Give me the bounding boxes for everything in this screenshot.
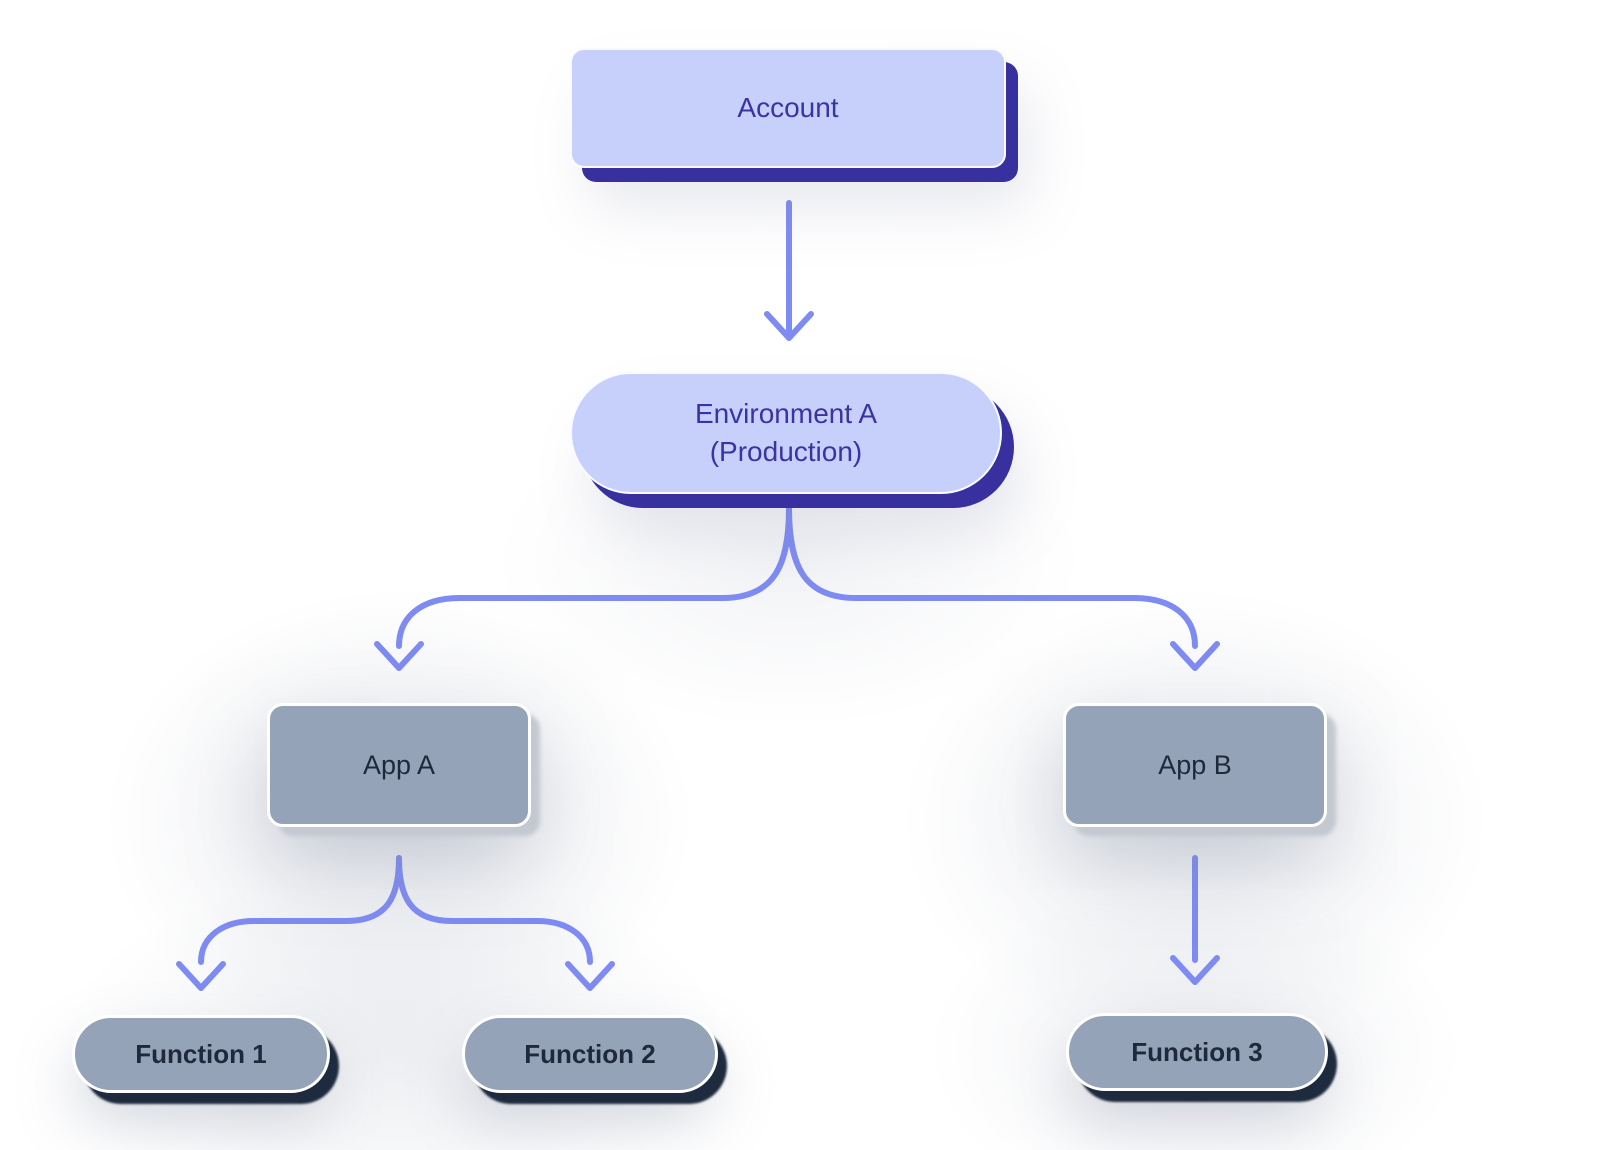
edge-app-a-to-function-2: [396, 855, 615, 991]
edge-line: [396, 505, 792, 649]
node-function-1: Function 1: [72, 1015, 330, 1093]
edge-line: [396, 855, 593, 965]
arrowhead-down-icon: [1170, 641, 1220, 671]
arrowhead-down-icon: [374, 641, 424, 671]
arrowhead-down-icon: [1170, 955, 1220, 985]
node-account: Account: [570, 48, 1006, 168]
node-function-2-label: Function 2: [524, 1038, 656, 1069]
node-environment-a-label: Environment A: [694, 398, 878, 429]
node-app-a: App A: [267, 703, 531, 827]
node-environment-a-sublabel: (Production): [709, 436, 863, 467]
arrowhead-down-icon: [565, 961, 615, 991]
node-function-2: Function 2: [462, 1015, 718, 1093]
edge-app-a-to-function-1: [176, 855, 402, 991]
edge-line: [198, 855, 402, 965]
node-function-1-label: Function 1: [135, 1038, 267, 1069]
edge-line: [786, 505, 1198, 649]
node-account-label: Account: [737, 92, 839, 123]
node-function-3: Function 3: [1066, 1013, 1328, 1091]
edge-account-to-environment-a: [764, 200, 814, 341]
arrowhead-down-icon: [764, 311, 814, 341]
node-app-b: App B: [1063, 703, 1327, 827]
arrowhead-down-icon: [176, 961, 226, 991]
edge-environment-a-to-app-b: [786, 505, 1220, 671]
node-app-a-label: App A: [362, 749, 436, 780]
node-app-b-label: App B: [1158, 749, 1232, 780]
edge-environment-a-to-app-a: [374, 505, 792, 671]
node-function-3-label: Function 3: [1131, 1036, 1263, 1067]
edge-app-b-to-function-3: [1170, 855, 1220, 985]
node-environment-a: Environment A (Production): [570, 372, 1002, 494]
